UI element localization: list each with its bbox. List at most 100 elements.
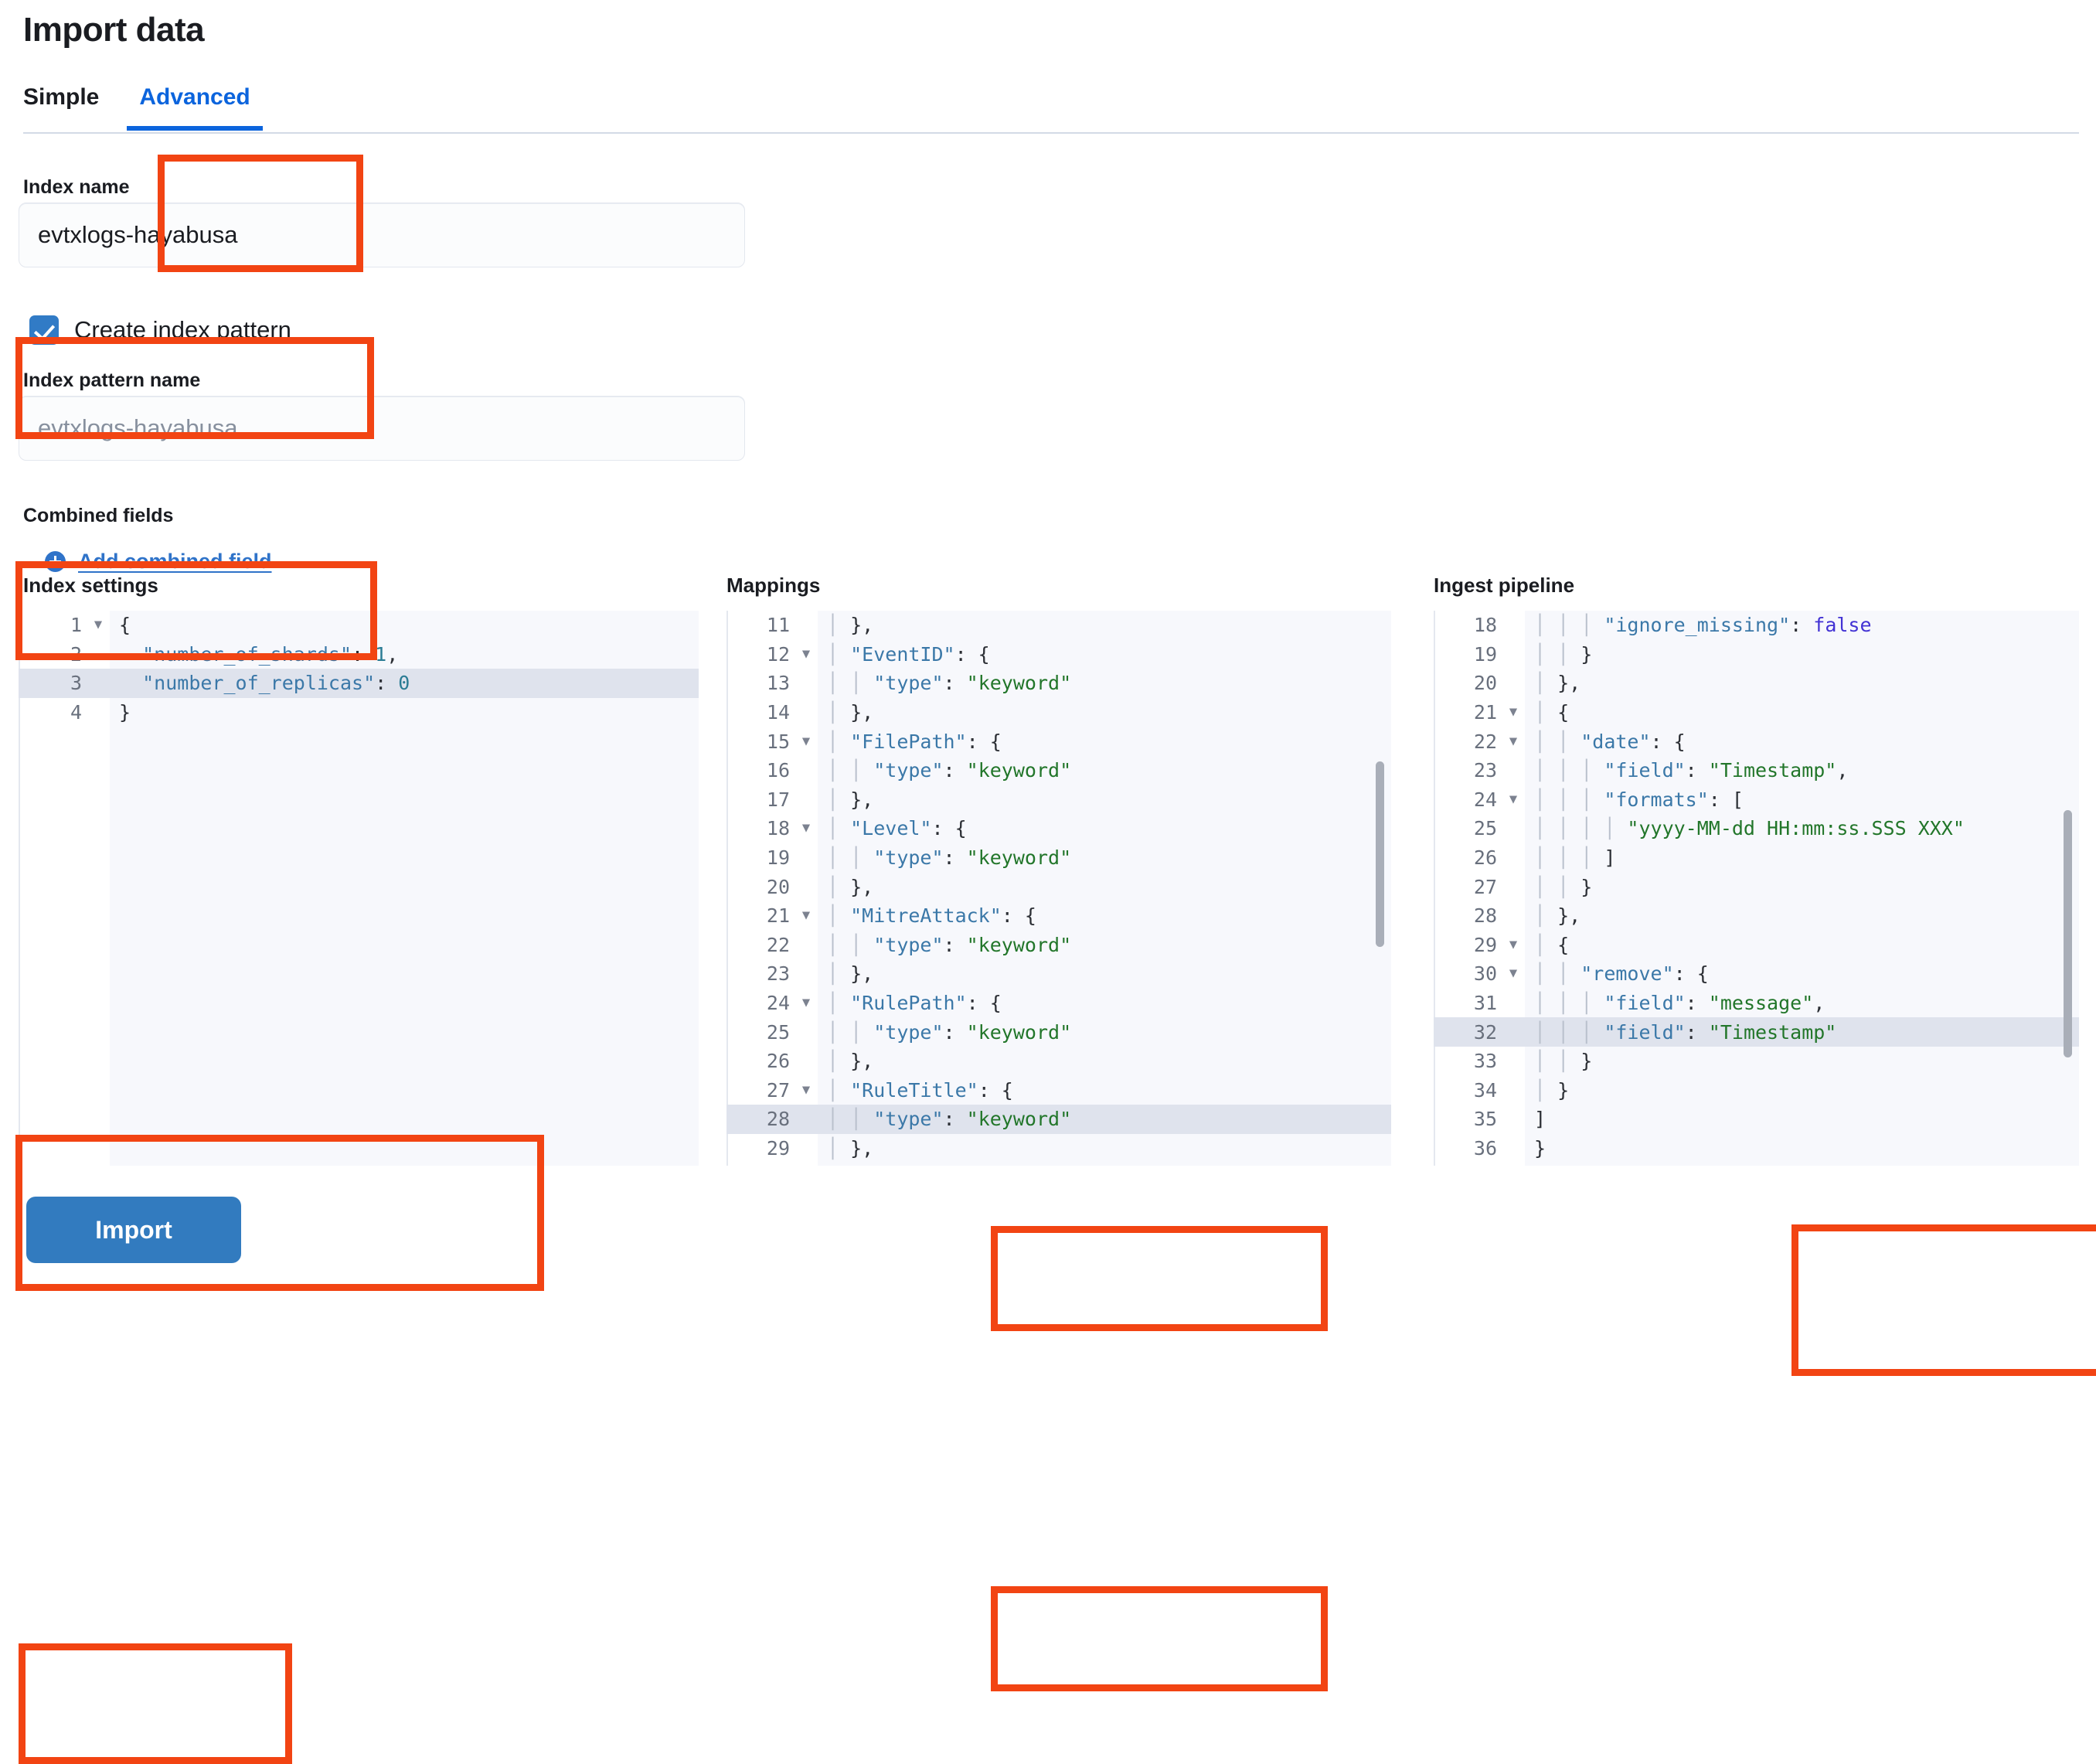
code-line[interactable]: 21▼│ { bbox=[1434, 698, 2079, 727]
code-text: │ │ } bbox=[1534, 875, 1593, 898]
code-line[interactable]: 23│ │ │ "field": "Timestamp", bbox=[1434, 756, 2079, 785]
line-number: 23 bbox=[1473, 759, 1497, 782]
code-line[interactable]: 24▼│ "RulePath": { bbox=[726, 989, 1391, 1018]
create-index-pattern-checkbox[interactable] bbox=[29, 315, 59, 345]
mappings-editor[interactable]: 11│ },12▼│ "EventID": {13│ │ "type": "ke… bbox=[726, 611, 1391, 1166]
add-combined-field-label: Add combined field bbox=[78, 550, 272, 573]
tab-advanced[interactable]: Advanced bbox=[119, 81, 270, 131]
index-name-label: Index name bbox=[23, 176, 130, 198]
annotation-box-import-button bbox=[19, 1643, 292, 1764]
fold-caret-icon[interactable]: ▼ bbox=[801, 1081, 811, 1098]
line-number: 23 bbox=[766, 962, 790, 986]
code-line[interactable]: 28│ }, bbox=[1434, 901, 2079, 931]
fold-caret-icon[interactable]: ▼ bbox=[1509, 704, 1518, 720]
fold-caret-icon[interactable]: ▼ bbox=[1509, 936, 1518, 952]
line-number: 20 bbox=[766, 875, 790, 898]
code-line[interactable]: 19│ │ "type": "keyword" bbox=[726, 843, 1391, 873]
code-line[interactable]: 18▼│ "Level": { bbox=[726, 814, 1391, 843]
code-line[interactable]: 13│ │ "type": "keyword" bbox=[726, 669, 1391, 698]
code-line[interactable]: 25│ │ "type": "keyword" bbox=[726, 1017, 1391, 1047]
index-name-input[interactable]: evtxlogs-hayabusa bbox=[19, 203, 745, 267]
line-number: 21 bbox=[1473, 701, 1497, 724]
code-line[interactable]: 25│ │ │ │ "yyyy-MM-dd HH:mm:ss.SSS XXX" bbox=[1434, 814, 2079, 843]
code-text: "number_of_shards": 1, bbox=[142, 642, 399, 666]
fold-caret-icon[interactable]: ▼ bbox=[801, 908, 811, 924]
index-pattern-name-label: Index pattern name bbox=[23, 369, 201, 391]
fold-caret-icon[interactable]: ▼ bbox=[1509, 791, 1518, 807]
index-pattern-name-input[interactable]: evtxlogs-hayabusa bbox=[19, 396, 745, 461]
code-text: │ │ "type": "keyword" bbox=[827, 933, 1072, 956]
gutter-background bbox=[19, 611, 110, 1166]
code-text: │ │ │ "formats": [ bbox=[1534, 788, 1744, 811]
line-number: 21 bbox=[766, 904, 790, 928]
code-line[interactable]: 14│ }, bbox=[726, 698, 1391, 727]
fold-caret-icon[interactable]: ▼ bbox=[1509, 733, 1518, 749]
code-line[interactable]: 19│ │ } bbox=[1434, 640, 2079, 669]
code-line[interactable]: 35] bbox=[1434, 1105, 2079, 1134]
code-line[interactable]: 23 │ }, bbox=[726, 959, 1391, 989]
gutter-background bbox=[1434, 611, 1525, 1166]
code-text: │ }, bbox=[827, 962, 874, 986]
code-line[interactable]: 17│ }, bbox=[726, 785, 1391, 815]
code-text: │ "RulePath": { bbox=[827, 992, 1002, 1015]
line-number: 11 bbox=[766, 614, 790, 637]
code-line[interactable]: 21▼│ "MitreAttack": { bbox=[726, 901, 1391, 931]
code-line[interactable]: 3 "number_of_replicas": 0 bbox=[19, 669, 699, 698]
code-line[interactable]: 20│ }, bbox=[1434, 669, 2079, 698]
code-line[interactable]: 31│ │ │ "field": "message", bbox=[1434, 989, 2079, 1018]
code-line[interactable]: 27│ │ } bbox=[1434, 872, 2079, 901]
line-number: 18 bbox=[1473, 614, 1497, 637]
line-number: 13 bbox=[766, 672, 790, 695]
code-line[interactable]: 33│ │ } bbox=[1434, 1047, 2079, 1076]
line-number: 20 bbox=[1473, 672, 1497, 695]
mappings-title: Mappings bbox=[726, 574, 821, 597]
code-text: │ "EventID": { bbox=[827, 642, 990, 666]
code-line[interactable]: 24▼│ │ │ "formats": [ bbox=[1434, 785, 2079, 815]
code-line[interactable]: 29│ }, bbox=[726, 1134, 1391, 1163]
fold-caret-icon[interactable]: ▼ bbox=[801, 995, 811, 1011]
code-line[interactable]: 26│ }, bbox=[726, 1047, 1391, 1076]
code-line[interactable]: 15▼│ "FilePath": { bbox=[726, 727, 1391, 756]
code-text: │ }, bbox=[827, 875, 874, 898]
plus-circle-icon bbox=[45, 551, 66, 572]
line-number: 14 bbox=[766, 701, 790, 724]
code-line[interactable]: 18│ │ │ "ignore_missing": false bbox=[1434, 611, 2079, 640]
code-line[interactable]: 32│ │ │ "field": "Timestamp" bbox=[1434, 1017, 2079, 1047]
fold-caret-icon[interactable]: ▼ bbox=[801, 733, 811, 749]
mappings-scrollbar[interactable] bbox=[1376, 761, 1384, 947]
code-line[interactable]: 34│ } bbox=[1434, 1076, 2079, 1105]
code-line[interactable]: 20 │ }, bbox=[726, 872, 1391, 901]
code-line[interactable]: 30▼│ │ "remove": { bbox=[1434, 959, 2079, 989]
code-line[interactable]: 1▼{ bbox=[19, 611, 699, 640]
code-line[interactable]: 4} bbox=[19, 698, 699, 727]
code-line[interactable]: 16│ │ "type": "keyword" bbox=[726, 756, 1391, 785]
create-index-pattern-row[interactable]: Create index pattern bbox=[29, 315, 291, 345]
code-text: │ │ │ "field": "message", bbox=[1534, 992, 1825, 1015]
code-line[interactable]: 22│ │ "type": "keyword" bbox=[726, 931, 1391, 960]
code-line[interactable]: 26│ │ │ ] bbox=[1434, 843, 2079, 873]
gutter-background bbox=[726, 611, 818, 1166]
code-line[interactable]: 29▼│ { bbox=[1434, 931, 2079, 960]
code-text: │ }, bbox=[827, 614, 874, 637]
code-text: { bbox=[119, 614, 131, 637]
index-settings-editor[interactable]: 1▼{2 "number_of_shards": 1,3 "number_of_… bbox=[19, 611, 699, 1166]
fold-caret-icon[interactable]: ▼ bbox=[801, 820, 811, 836]
fold-caret-icon[interactable]: ▼ bbox=[1509, 965, 1518, 982]
code-line[interactable]: 36} bbox=[1434, 1134, 2079, 1163]
fold-caret-icon[interactable]: ▼ bbox=[801, 645, 811, 662]
code-line[interactable]: 22▼│ │ "date": { bbox=[1434, 727, 2079, 756]
add-combined-field-button[interactable]: Add combined field bbox=[45, 550, 272, 574]
code-line[interactable]: 28│ │ "type": "keyword" bbox=[726, 1105, 1391, 1134]
ingest-scrollbar[interactable] bbox=[2064, 810, 2072, 1057]
code-line[interactable]: 12 ▼ │ "EventID": { bbox=[726, 640, 1391, 669]
code-line[interactable]: 2 "number_of_shards": 1, bbox=[19, 640, 699, 669]
import-button[interactable]: Import bbox=[26, 1197, 241, 1263]
fold-caret-icon[interactable]: ▼ bbox=[94, 617, 103, 633]
line-number: 12 bbox=[766, 642, 790, 666]
code-line[interactable]: 27▼│ "RuleTitle": { bbox=[726, 1076, 1391, 1105]
tab-simple[interactable]: Simple bbox=[23, 81, 119, 131]
code-line[interactable]: 11 │ }, bbox=[726, 611, 1391, 640]
line-number: 28 bbox=[1473, 904, 1497, 928]
